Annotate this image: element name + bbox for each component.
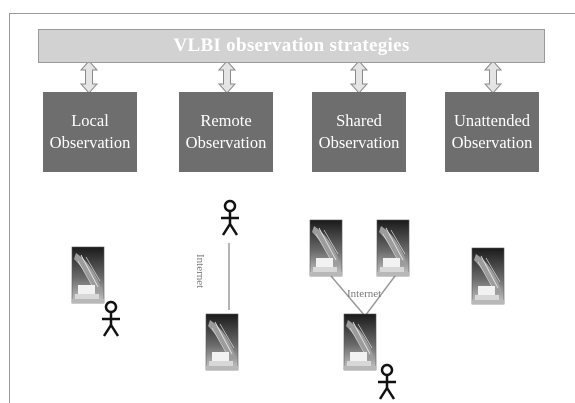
category-shared-observation: Shared Observation [312, 92, 406, 172]
remote-internet-label: Internet [194, 254, 206, 289]
diagram-title: VLBI observation strategies [173, 35, 410, 56]
category-label-line1: Shared [336, 111, 382, 131]
category-unattended-observation: Unattended Observation [445, 92, 539, 172]
double-arrow-icon [218, 60, 236, 94]
radio-telescope-icon [71, 246, 105, 304]
shared-internet-label: Internet [347, 288, 382, 300]
category-label-line2: Observation [318, 133, 400, 152]
radio-telescope-icon [309, 219, 343, 277]
radio-telescope-icon [376, 219, 410, 277]
category-label-line1: Local [71, 111, 109, 131]
category-local-observation: Local Observation [43, 92, 137, 172]
double-arrow-icon [484, 60, 502, 94]
double-arrow-icon [80, 60, 98, 94]
frame-top-border [9, 13, 575, 14]
radio-telescope-icon [471, 247, 505, 305]
diagram-title-banner: VLBI observation strategies [38, 29, 545, 63]
category-remote-observation: Remote Observation [179, 92, 273, 172]
stick-figure-icon [100, 300, 122, 338]
stick-figure-icon [376, 363, 398, 401]
double-arrow-icon [350, 60, 368, 94]
category-label-line2: Observation [185, 133, 267, 152]
category-label-line2: Observation [49, 133, 131, 152]
radio-telescope-icon [205, 313, 239, 371]
category-label-line1: Remote [200, 111, 252, 131]
radio-telescope-icon [343, 313, 377, 371]
shared-link-line-right [364, 275, 396, 317]
category-label-line2: Observation [451, 133, 533, 152]
shared-link-line-left [330, 275, 366, 317]
stick-figure-icon [219, 199, 241, 237]
category-label-line1: Unattended [453, 111, 531, 131]
frame-left-border [9, 13, 10, 403]
